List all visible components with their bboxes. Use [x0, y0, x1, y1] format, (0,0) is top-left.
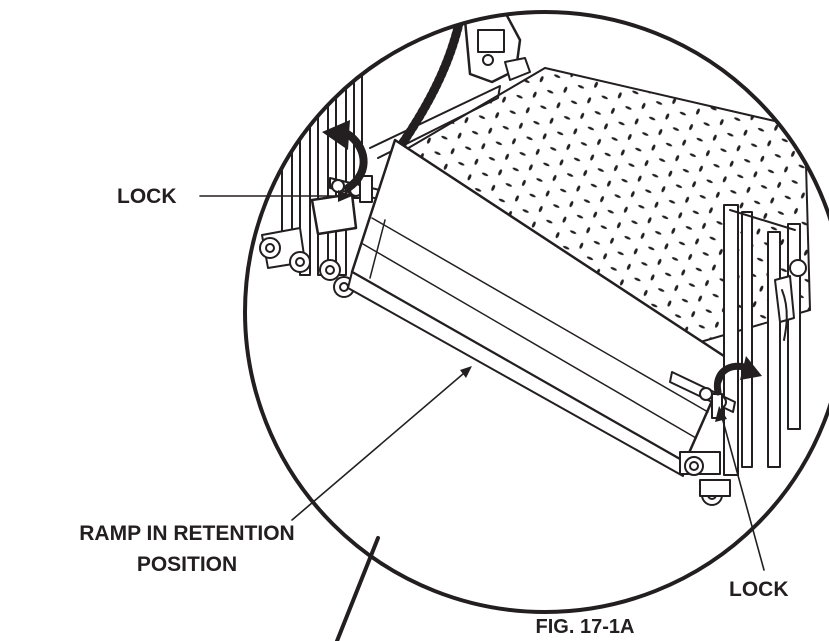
left-hinge-rollers	[259, 227, 355, 298]
arrowhead-ramp	[460, 366, 472, 378]
label-ramp-line1: RAMP IN RETENTION	[79, 522, 294, 545]
label-lock-right: LOCK	[729, 578, 789, 601]
pointer-line	[335, 536, 380, 641]
overhead-bracket	[463, 12, 531, 84]
arrowhead-lock-right	[715, 406, 727, 422]
right-base-rollers	[679, 451, 731, 506]
leader-line-lock-right	[719, 409, 765, 571]
figure-caption: FIG. 17-1A	[536, 616, 635, 638]
left-mount-block	[310, 192, 358, 236]
ramp-plate	[347, 138, 732, 477]
detail-circle	[243, 10, 829, 614]
leader-lines	[199, 195, 765, 571]
detail-view	[259, 12, 812, 506]
leader-line-ramp	[291, 367, 471, 521]
arrowhead-lock-left	[338, 190, 352, 202]
label-lock-left: LOCK	[117, 185, 177, 208]
platform-lip	[369, 85, 501, 159]
right-rotation-arrow	[713, 356, 762, 396]
label-ramp-line2: POSITION	[137, 553, 237, 576]
left-rotation-arrow	[322, 120, 368, 192]
